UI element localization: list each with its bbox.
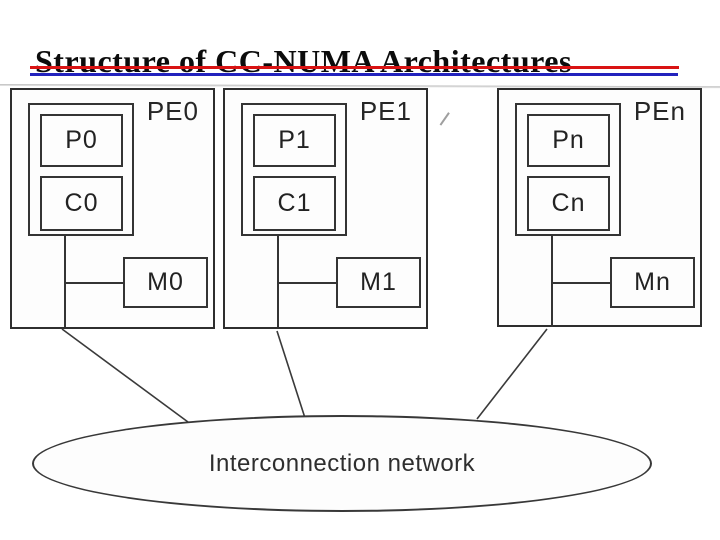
pe1-box: PE1 P1 C1 M1 [223,88,428,329]
pe1-label: PE1 [359,96,412,126]
pe0-memory-box: M0 [123,257,208,308]
interconnection-network-ellipse: Interconnection network [32,415,652,512]
pe1-processor-cache-wrapper: P1 C1 [241,103,347,236]
pen-label: PEn [633,96,686,126]
pe1-processor-box: P1 [253,114,336,167]
pen-cache-box: Cn [527,176,610,231]
pe0-cache-box: C0 [40,176,123,231]
pe1-cache-box: C1 [253,176,336,231]
title-underline-blue [30,73,678,76]
pe0-memory-branch-line [66,282,124,284]
pe0-label: PE0 [146,96,199,126]
pen-memory-branch-line [553,282,611,284]
pe0-bus-line [64,236,66,327]
pen-bus-line [551,236,553,327]
pen-box: PEn Pn Cn Mn [497,88,702,327]
pe0-processor-box: P0 [40,114,123,167]
title-underline-red [30,66,679,69]
scan-scratch-artifact [439,112,450,126]
interconnection-network-label: Interconnection network [208,449,476,477]
pe0-box: PE0 P0 C0 M0 [10,88,215,329]
pen-processor-cache-wrapper: Pn Cn [515,103,621,236]
pe1-memory-box: M1 [336,257,421,308]
pe0-processor-cache-wrapper: P0 C0 [28,103,134,236]
pen-processor-box: Pn [527,114,610,167]
pen-memory-box: Mn [610,257,695,308]
pe1-memory-branch-line [279,282,337,284]
pe1-bus-line [277,236,279,327]
